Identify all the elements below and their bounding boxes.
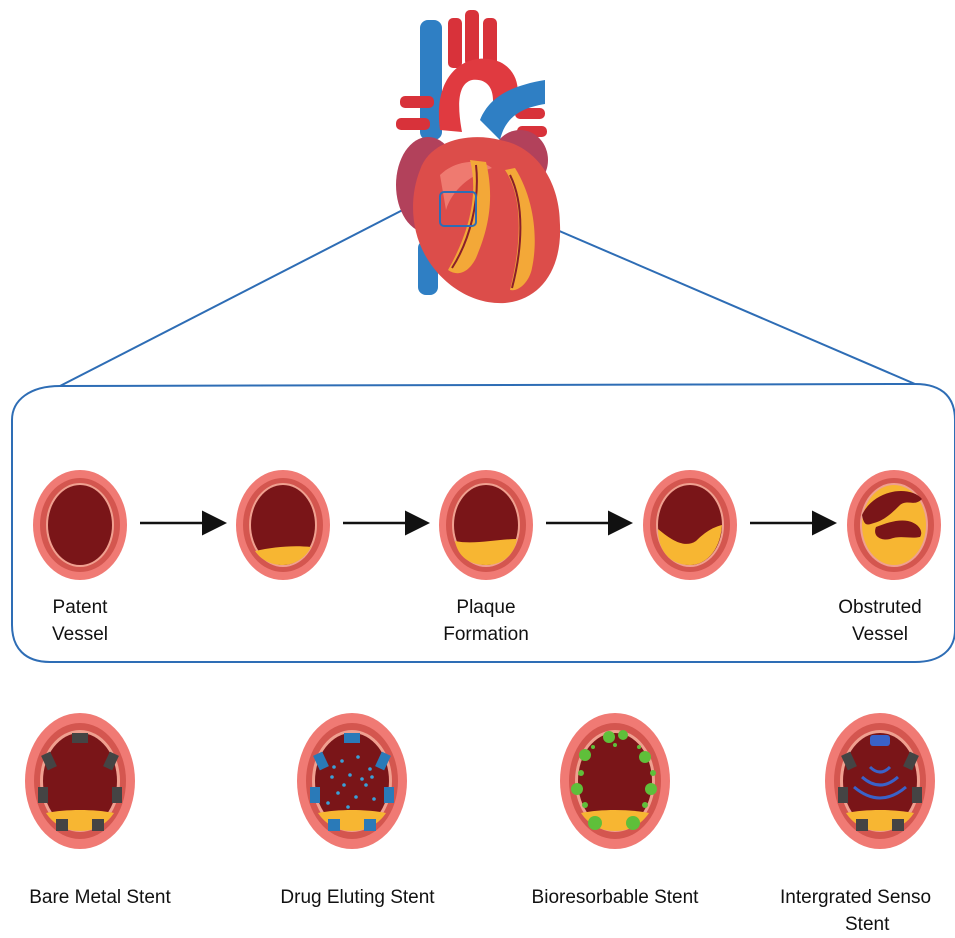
label-patent-vessel: Patent Vessel: [40, 594, 120, 648]
stent-label-line: Bare Metal Stent: [10, 884, 190, 911]
label-plaque-formation: Plaque Formation: [426, 594, 546, 648]
vessel-plaque-formation: [439, 470, 533, 580]
label-integrated-sensor-stent: Intergrated Senso Stent: [775, 884, 955, 938]
stent-label-line: Intergrated Senso: [775, 884, 955, 911]
label-obstructed-line2: Vessel: [825, 621, 935, 648]
vessel-obstructed: [847, 470, 941, 580]
vessel-early-plaque: [236, 470, 330, 580]
bare-metal-stent-icon: [25, 713, 135, 849]
label-bioresorbable-stent: Bioresorbable Stent: [510, 884, 720, 911]
drug-eluting-stent-icon: [297, 713, 407, 849]
stent-label-line-2: Stent: [775, 911, 955, 938]
label-plaque-line1: Plaque: [426, 594, 546, 621]
integrated-sensor-stent-icon: [825, 713, 935, 849]
label-obstructed-vessel: Obstruted Vessel: [825, 594, 935, 648]
vessel-advanced-plaque: [643, 470, 737, 580]
label-plaque-line2: Formation: [426, 621, 546, 648]
label-drug-eluting-stent: Drug Eluting Stent: [260, 884, 455, 911]
stent-label-line: Bioresorbable Stent: [510, 884, 720, 911]
label-bare-metal-stent: Bare Metal Stent: [10, 884, 190, 911]
label-patent-line2: Vessel: [40, 621, 120, 648]
heart-icon: [396, 10, 560, 303]
stent-label-line: Drug Eluting Stent: [260, 884, 455, 911]
label-obstructed-line1: Obstruted: [825, 594, 935, 621]
vessel-patent: [33, 470, 127, 580]
bioresorbable-stent-icon: [560, 713, 670, 849]
label-patent-line1: Patent: [40, 594, 120, 621]
